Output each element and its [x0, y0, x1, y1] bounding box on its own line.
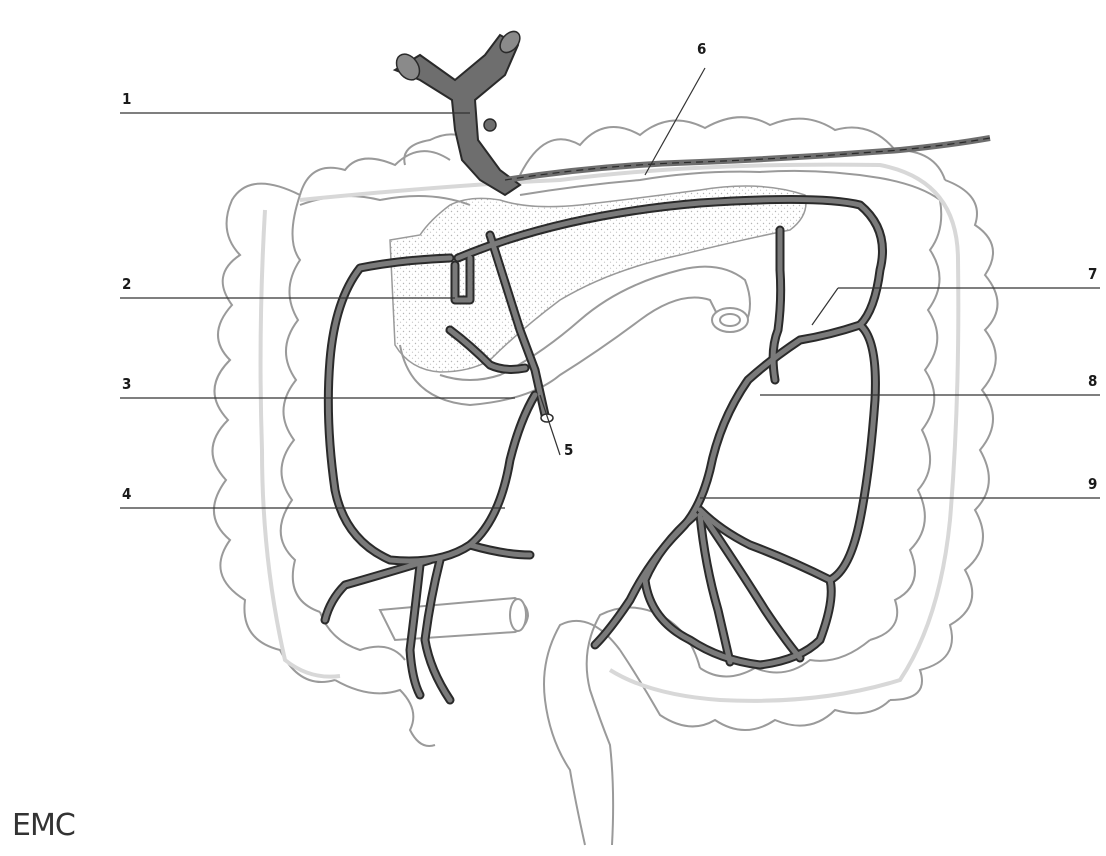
callout-8: 8	[1088, 374, 1097, 389]
callout-5: 5	[564, 443, 573, 458]
leader-line-6	[645, 68, 705, 175]
leader-line-5	[540, 395, 560, 455]
callout-2: 2	[122, 277, 131, 292]
callout-6: 6	[697, 42, 706, 57]
callout-3: 3	[122, 377, 131, 392]
callout-7: 7	[1088, 267, 1097, 282]
emc-logo: EMC	[12, 808, 75, 843]
callout-9: 9	[1088, 477, 1097, 492]
callout-1: 1	[122, 92, 131, 107]
leader-line-7b	[812, 288, 838, 325]
callout-4: 4	[122, 487, 131, 502]
leader-lines	[120, 68, 1100, 508]
portal-vein-trunk	[392, 28, 524, 195]
ileum-stump	[380, 598, 528, 640]
